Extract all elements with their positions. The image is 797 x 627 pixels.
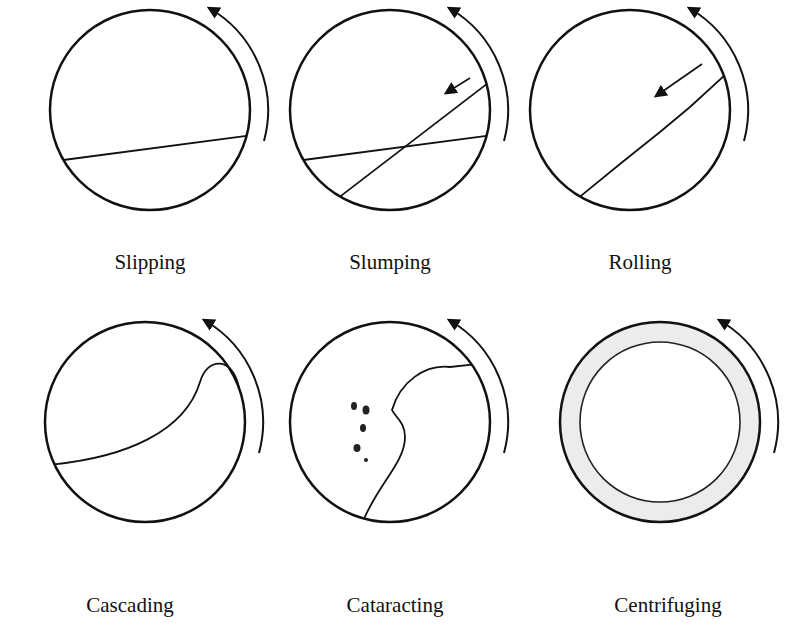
material-layer [560,322,760,522]
slumping-drum [290,8,508,210]
bed-surface [303,136,486,160]
particle [364,458,368,462]
drum-shell [290,10,490,210]
rotation-arrow [719,320,778,453]
bed-surface [54,364,239,465]
rotation-arrow [449,320,508,453]
flying-particles [351,402,370,462]
drum-shell [290,322,490,522]
rotation-arrow [449,8,508,141]
slump-surface [340,84,487,197]
drum-shell [530,10,730,210]
cataracting-drum [290,320,508,522]
cascading-drum [45,320,263,522]
rotation-arrow [689,8,748,141]
layer-surface [580,342,740,502]
slipping-drum [50,8,268,210]
particle [363,406,370,415]
bed-surface [364,365,472,519]
rotation-arrow [209,8,268,141]
mode-label: Rolling [608,250,671,275]
particle [351,402,357,410]
mode-label: Slumping [349,250,431,275]
rotation-arrow [204,320,263,453]
bed-surface [63,136,246,160]
drum-shell [45,322,245,522]
mode-label: Slipping [114,250,185,275]
mode-label: Centrifuging [614,593,721,618]
rolling-drum [530,8,748,210]
particle [354,444,361,452]
drum-shell [50,10,250,210]
bed-surface [580,76,724,197]
mode-label: Cascading [86,593,173,618]
drum-shell [560,322,760,522]
particle [360,424,366,432]
flow-arrow [656,64,702,96]
mode-label: Cataracting [347,593,444,618]
centrifuging-drum [560,320,778,522]
flow-arrow [446,78,470,93]
